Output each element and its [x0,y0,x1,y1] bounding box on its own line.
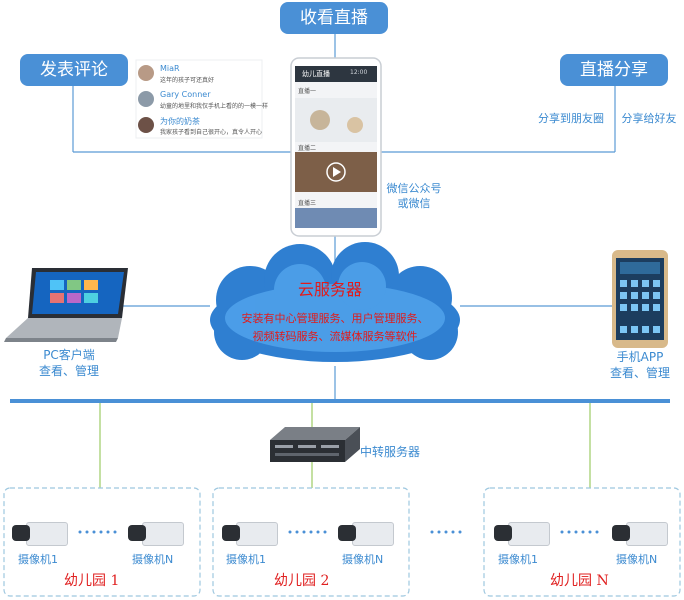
phone-section-2: 直播二 [298,145,317,152]
kindergarten-box-2 [212,487,410,597]
phone-section-1: 直播一 [298,88,317,95]
camera-n-label: 摄像机N [616,553,658,566]
camera-1-label: 摄像机1 [226,553,266,566]
relay-server-icon [270,427,360,462]
camera-icon [128,520,184,546]
cloud-title: 云服务器 [298,280,363,299]
avatar-3 [138,117,154,133]
camera-n-label: 摄像机N [132,553,174,566]
kindergarten-name-2: 幼儿园 2 [274,573,330,589]
live-share-tag: 直播分享 [560,54,668,86]
mobile-phone-icon [612,250,668,348]
kindergarten-box-n [483,487,681,597]
camera-n-label: 摄像机N [342,553,384,566]
post-comment-tag: 发表评论 [20,54,128,86]
phone-section-3: 直播三 [298,200,317,207]
comment-name-2: Gary Conner [160,90,211,99]
comment-text-1: 这年的孩子可还真好 [160,77,215,84]
comment-text-2: 幼童的地里和我仅手机上看的的一模一样 [160,103,269,110]
kindergarten-name-1: 幼儿园 1 [64,573,120,589]
avatar-1 [138,65,154,81]
comment-name-1: MiaR [160,64,180,73]
share-friends-label: 分享给好友 [621,112,677,125]
cloud-desc-line1: 安装有中心管理服务、用户管理服务、 [241,312,429,325]
comment-text-3: 我家孩子看到自己很开心，真令人开心 [160,129,263,136]
camera-icon [338,520,394,546]
camera-icon [222,520,278,546]
watch-live-tag: 收看直播 [280,2,388,34]
cloud-desc-line2: 视频转码服务、流媒体服务等软件 [252,330,418,343]
pc-label-line1: PC客户端 [43,348,95,362]
phone-app-title: 幼儿直播 [302,70,330,78]
comment-name-3: 为你的奶茶 [160,117,200,126]
pc-label-line2: 查看、管理 [38,364,99,378]
laptop-icon [4,268,128,342]
kindergarten-box-1 [3,487,201,597]
wechat-label-line2: 或微信 [397,197,431,210]
camera-1-label: 摄像机1 [18,553,58,566]
kindergarten-name-n: 幼儿园 N [550,573,609,589]
camera-icon [612,520,668,546]
avatar-2 [138,91,154,107]
camera-icon [12,520,68,546]
camera-icon [494,520,550,546]
camera-1-label: 摄像机1 [498,553,538,566]
wechat-phone-icon [290,57,382,237]
wechat-label-line1: 微信公众号 [386,182,442,195]
share-moments-label: 分享到朋友圈 [538,112,604,125]
mobile-label-line1: 手机APP [616,350,664,364]
comment-panel [135,59,263,139]
camera-dots [78,530,599,534]
phone-status-time: 12:00 [350,69,368,76]
mobile-label-line2: 查看、管理 [609,366,670,380]
relay-server-label: 中转服务器 [360,445,421,459]
network-bus [10,399,670,403]
